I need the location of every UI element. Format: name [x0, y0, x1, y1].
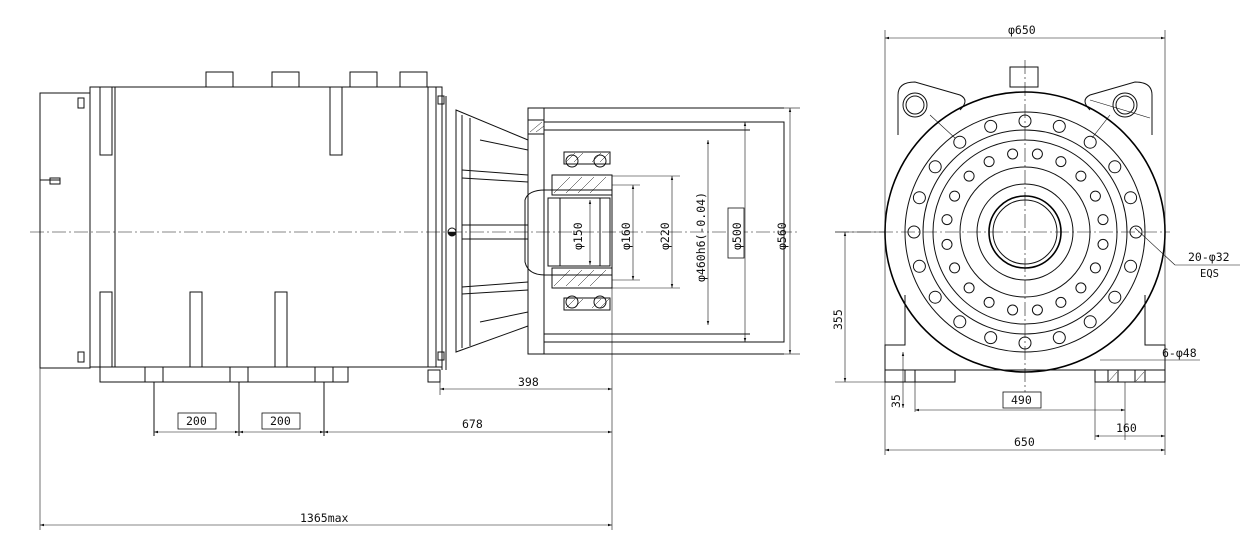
outer-bolt-hole	[928, 160, 942, 174]
inner-bolt-hole	[941, 214, 953, 226]
outer-bolt-hole	[1108, 290, 1122, 304]
outer-bolt-hole	[984, 331, 998, 345]
inner-bolt-hole	[983, 296, 995, 308]
inner-bolt-hole	[1089, 262, 1101, 274]
outer-bolt-hole	[1108, 160, 1122, 174]
eqs-label: EQS	[1200, 268, 1219, 280]
outer-bolt-hole	[912, 191, 926, 205]
inner-bolt-hole	[1031, 148, 1043, 160]
diameter-dimensions: φ150 φ160 φ220 φ460h6(-0.04) φ500 φ560	[571, 107, 800, 355]
lifting-lugs	[897, 81, 1153, 139]
inner-bolt-hole	[1089, 190, 1101, 202]
outer-bolt-hole	[1052, 331, 1066, 345]
terminal-boxes	[205, 71, 428, 88]
outer-bolt-hole	[984, 119, 998, 133]
outer-bolt-hole	[1083, 135, 1097, 149]
inner-bolt-hole	[1007, 148, 1019, 160]
outer-bolt-hole	[1124, 259, 1138, 273]
dim-355-label: 355	[831, 309, 845, 330]
inner-bolt-hole	[963, 170, 975, 182]
outer-bolt-hole	[912, 259, 926, 273]
inner-bolt-hole	[1007, 304, 1019, 316]
outer-bolt-hole	[928, 290, 942, 304]
inner-bolt-hole	[941, 238, 953, 250]
dim-200-right-label: 200	[270, 414, 291, 428]
outer-bolt-hole	[1124, 191, 1138, 205]
outer-bolt-hole	[1018, 114, 1032, 128]
coupling-section	[524, 151, 613, 311]
motor-housing	[77, 86, 457, 370]
dim-678-label: 678	[462, 417, 483, 431]
holes-6-label: 6-φ48	[1162, 346, 1197, 360]
dim-35-label: 35	[889, 394, 903, 408]
dim-398-label: 398	[518, 375, 539, 389]
rear-end-cap	[39, 92, 91, 369]
dim-160-label: 160	[1116, 421, 1137, 435]
side-view: φ150 φ160 φ220 φ460h6(-0.04) φ500 φ560	[30, 71, 800, 530]
inner-bolt-hole	[949, 190, 961, 202]
inner-bolt-hole	[1075, 282, 1087, 294]
end-terminal-box	[1009, 66, 1039, 88]
inner-bolt-hole	[1097, 214, 1109, 226]
outer-bolt-hole	[1052, 119, 1066, 133]
outer-bolt-hole	[1018, 336, 1032, 350]
inner-bolt-hole	[963, 282, 975, 294]
dia-500-label: φ500	[730, 222, 744, 250]
inner-bolt-hole	[1075, 170, 1087, 182]
inner-bolt-hole	[949, 262, 961, 274]
dia-460-label: φ460h6(-0.04)	[694, 192, 708, 282]
inner-bolt-hole	[1055, 296, 1067, 308]
dia-220-label: φ220	[658, 222, 672, 250]
outer-bolt-hole	[953, 315, 967, 329]
end-view-dimensions: φ650 650 20-φ32 EQS 6-φ48 355 35 490 160	[831, 23, 1240, 455]
dim-490-label: 490	[1011, 393, 1032, 407]
outer-bolt-hole	[953, 135, 967, 149]
base-feet	[99, 366, 441, 436]
inner-bolt-hole	[983, 156, 995, 168]
dia-650-label: φ650	[1008, 23, 1036, 37]
output-flange	[527, 107, 785, 355]
dia-560-label: φ560	[775, 222, 789, 250]
dim-200-left-label: 200	[186, 414, 207, 428]
bolt-holes	[907, 114, 1143, 350]
inner-bolt-hole	[1097, 238, 1109, 250]
length-dimensions: 398 200 200 678 1365max	[39, 288, 613, 530]
dim-1365-label: 1365max	[300, 511, 349, 525]
dia-150-label: φ150	[571, 222, 585, 250]
conical-adapter	[455, 109, 529, 353]
outer-bolt-hole	[907, 225, 921, 239]
outer-bolt-hole	[1083, 315, 1097, 329]
inner-bolt-hole	[1055, 156, 1067, 168]
dim-650-label: 650	[1014, 435, 1035, 449]
dia-160-label: φ160	[619, 222, 633, 250]
holes-20-label: 20-φ32	[1188, 250, 1230, 264]
outer-bolt-hole	[1129, 225, 1143, 239]
end-view: φ650 650 20-φ32 EQS 6-φ48 355 35 490 160	[831, 23, 1240, 455]
inner-bolt-hole	[1031, 304, 1043, 316]
